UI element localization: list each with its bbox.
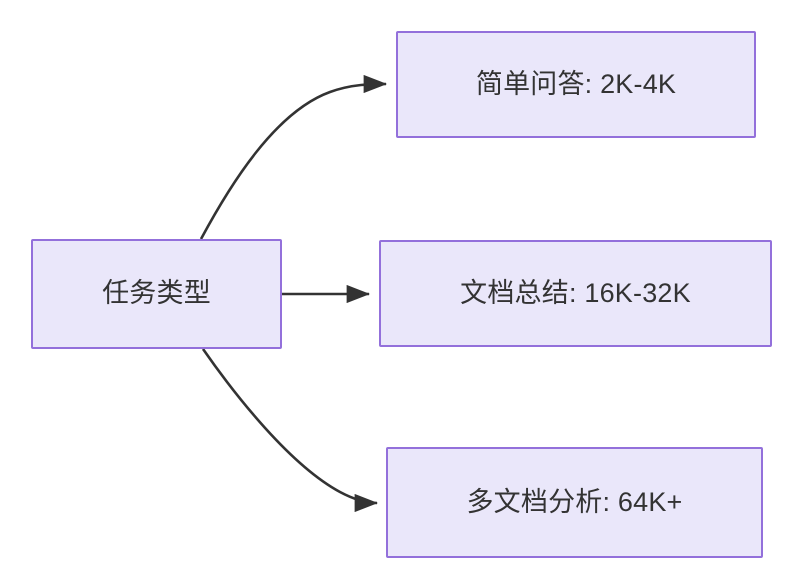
edge-source-to-target-0 bbox=[199, 74, 388, 240]
node-label: 多文档分析: 64K+ bbox=[466, 486, 683, 517]
node-label: 任务类型 bbox=[102, 278, 211, 309]
node-multi-document-analysis[interactable]: 多文档分析: 64K+ bbox=[386, 447, 763, 558]
node-task-type[interactable]: 任务类型 bbox=[31, 239, 282, 349]
edge-source-to-target-2 bbox=[201, 348, 379, 513]
node-simple-qa[interactable]: 简单问答: 2K-4K bbox=[396, 31, 756, 138]
node-label: 简单问答: 2K-4K bbox=[475, 68, 677, 99]
node-document-summary[interactable]: 文档总结: 16K-32K bbox=[379, 240, 772, 347]
node-label: 文档总结: 16K-32K bbox=[460, 277, 691, 308]
